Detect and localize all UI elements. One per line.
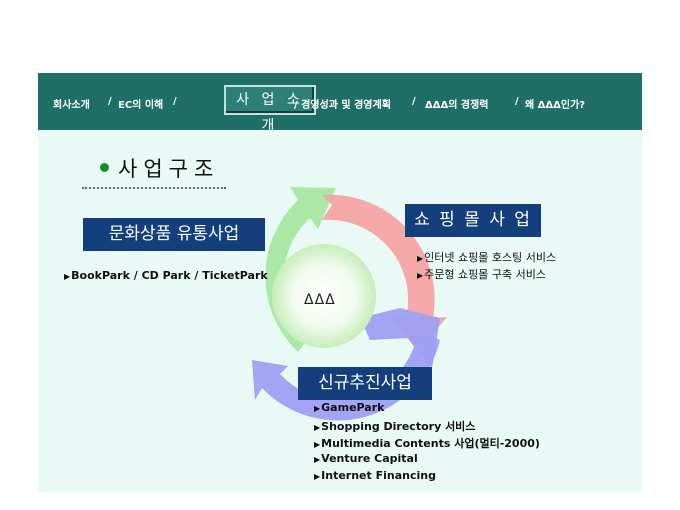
- list-item: ▶Venture Capital: [314, 452, 418, 465]
- nav-item-company[interactable]: 회사소개: [53, 100, 90, 111]
- list-item: ▶Internet Financing: [314, 469, 436, 482]
- list-item: ▶인터넷 쇼핑몰 호스팅 서비스: [417, 251, 557, 264]
- shopping-label: 쇼 핑 몰 사 업: [405, 204, 541, 237]
- triangle-bullet-icon: ▶: [314, 404, 321, 413]
- triangle-bullet-icon: ▶: [314, 472, 321, 481]
- center-label: ΔΔΔ: [304, 292, 336, 308]
- triangle-bullet-icon: ▶: [64, 272, 71, 281]
- triangle-bullet-icon: ▶: [417, 271, 424, 280]
- center-circle: [272, 244, 376, 348]
- culture-label: 문화상품 유통사업: [83, 218, 265, 251]
- nav-separator: /: [173, 96, 177, 107]
- nav-item-performance[interactable]: / 경영성과 및 경영계획: [294, 100, 391, 111]
- bullet-dot-icon: [100, 163, 109, 172]
- nav-separator: /: [412, 96, 416, 107]
- list-item: ▶주문형 쇼핑몰 구축 서비스: [417, 268, 546, 281]
- list-item: ▶Multimedia Contents 사업(멀티-2000): [314, 437, 540, 450]
- triangle-bullet-icon: ▶: [417, 254, 424, 263]
- list-item: ▶Shopping Directory 서비스: [314, 420, 476, 433]
- nav-item-why[interactable]: 왜 ΔΔΔ인가?: [525, 100, 586, 111]
- new-business-label: 신규추진사업: [298, 367, 432, 400]
- nav-bar: 회사소개 / EC의 이해 / 사 업 소 개 / 경영성과 및 경영계획 / …: [38, 73, 642, 134]
- nav-separator: /: [515, 96, 519, 107]
- triangle-bullet-icon: ▶: [314, 455, 321, 464]
- triangle-bullet-icon: ▶: [314, 440, 321, 449]
- new-business-arrowhead: [360, 308, 440, 368]
- nav-separator: /: [108, 96, 112, 107]
- nav-item-competitiveness[interactable]: ΔΔΔ의 경쟁력: [425, 100, 489, 111]
- section-title: 사업구조: [82, 153, 226, 189]
- nav-item-ec[interactable]: EC의 이해: [118, 100, 164, 111]
- triangle-bullet-icon: ▶: [314, 423, 321, 432]
- page-title: 사업구조: [118, 157, 220, 181]
- nav-item-business-active[interactable]: 사 업 소 개: [224, 85, 316, 134]
- list-item: ▶GamePark: [314, 401, 385, 414]
- list-item: ▶BookPark / CD Park / TicketPark: [64, 269, 268, 282]
